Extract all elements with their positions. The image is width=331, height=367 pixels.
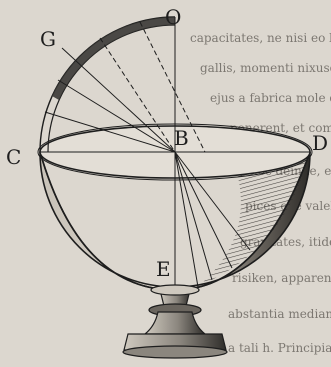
ray-line	[61, 47, 176, 153]
label-g: G	[40, 27, 56, 51]
ray-line	[174, 151, 233, 269]
bowl-dark-hatching	[200, 152, 310, 285]
pedestal-base	[123, 333, 227, 351]
quadrant	[39, 16, 176, 153]
background-text-line: risiken, apparentes quaest. Dele	[232, 271, 331, 285]
point-labels: O G B C D E	[6, 5, 328, 281]
ray-line	[174, 151, 251, 251]
ray-line-dashed	[99, 37, 176, 153]
construction-lines	[40, 17, 310, 290]
ray-line	[174, 151, 199, 288]
label-o: O	[165, 5, 181, 29]
pedestal-neck	[143, 311, 207, 335]
ray-line	[44, 111, 176, 153]
background-text-line: capacitates, ne nisi eo lidi un	[190, 31, 331, 45]
quadrant-arc-inner	[47, 24, 176, 153]
background-text-line: abstantia mediamentum, que	[228, 307, 331, 321]
pedestal-foot	[122, 345, 228, 359]
label-b: B	[174, 126, 189, 150]
background-text-line: ejus a fabrica mole debilium	[210, 91, 331, 105]
background-text-line: gallis, momenti nixusque ejus lio	[200, 61, 331, 75]
label-e: E	[156, 257, 171, 281]
label-d: D	[312, 131, 328, 155]
ray-line-dashed	[139, 21, 206, 153]
ray-line	[174, 151, 213, 281]
quadrant-arc-band	[52, 16, 175, 101]
pedestal	[122, 284, 228, 359]
background-text-line: a tali h. Principiat	[228, 341, 331, 355]
ray-line	[57, 79, 176, 153]
stem-collar	[150, 284, 200, 296]
label-c: C	[6, 145, 21, 169]
